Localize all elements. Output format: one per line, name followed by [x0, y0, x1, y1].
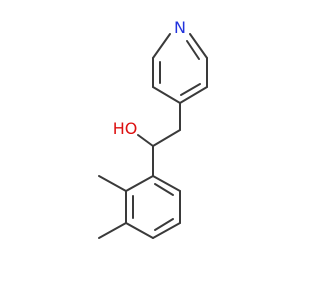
- molecule-structure: N HO: [98, 18, 208, 239]
- bond-choh-oh: [137, 134, 154, 147]
- bond-methyl-2: [98, 222, 127, 239]
- pyridine-ring: [152, 33, 208, 104]
- bond-b4-b5: [152, 222, 181, 239]
- double-bond-b6-b1: [154, 183, 174, 196]
- bond-b3-b4: [125, 222, 154, 239]
- double-bond-c6-n: [186, 40, 200, 60]
- bond-c4-c5: [179, 86, 208, 104]
- bond-b6-b1: [152, 175, 181, 192]
- nitrogen-atom-label: N: [174, 18, 186, 37]
- bond-n-c2: [152, 33, 171, 59]
- bond-c6-n: [189, 33, 208, 59]
- double-bond-b4-b5: [154, 218, 174, 231]
- bond-ch2-choh: [152, 129, 181, 147]
- structure-canvas: N HO: [98, 18, 208, 239]
- double-bond-c4-c5: [180, 83, 201, 96]
- bond-b1-b2: [125, 175, 154, 192]
- bond-c3-c4: [152, 86, 181, 104]
- hydroxyl-group-label: HO: [113, 119, 138, 138]
- bond-methyl-1: [98, 175, 127, 192]
- benzene-ring: [125, 175, 181, 239]
